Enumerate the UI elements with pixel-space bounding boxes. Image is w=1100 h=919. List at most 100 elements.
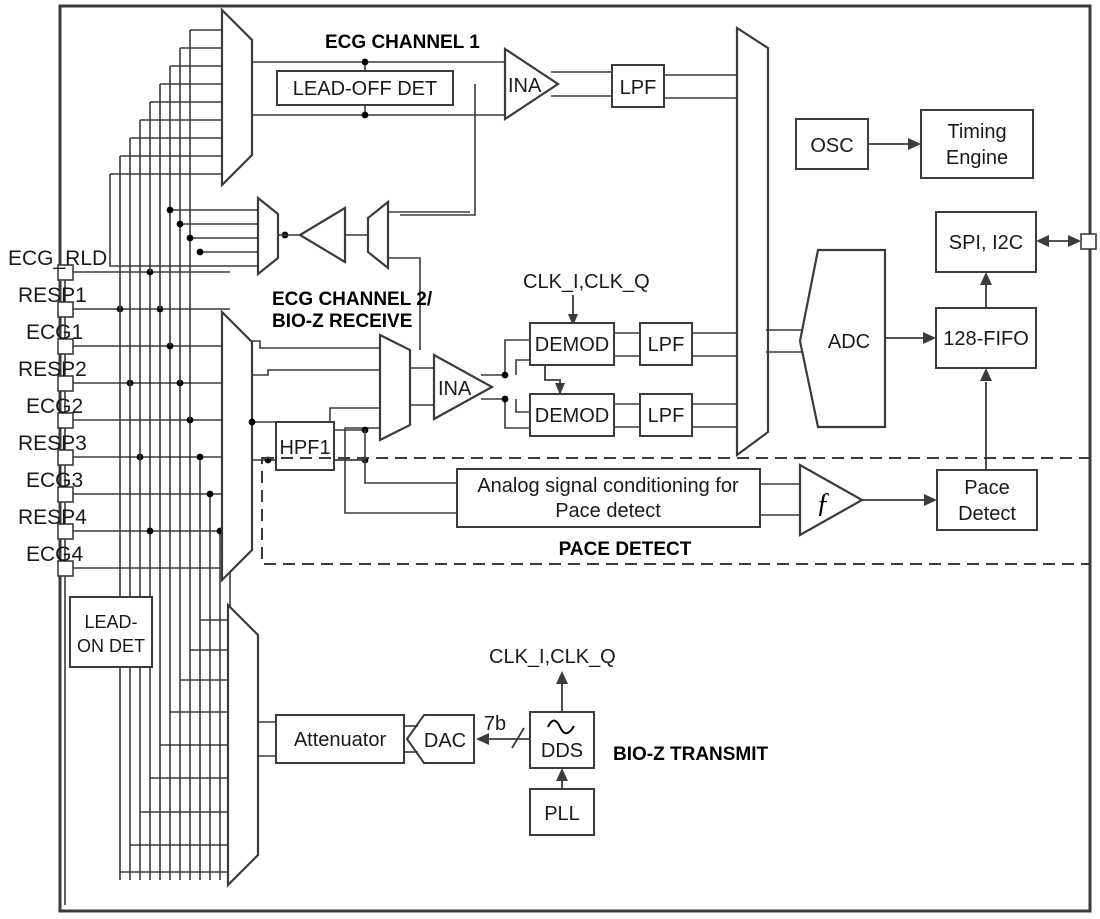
mux-rld-input-wires <box>109 209 258 267</box>
block-ina-1[interactable] <box>503 46 560 122</box>
label-spi-i2c: SPI, I2C <box>949 232 1023 254</box>
pin-label-ecg-rld: ECG_RLD <box>8 247 107 270</box>
block-128-fifo[interactable] <box>935 307 1037 369</box>
pace-fifo-arrowhead <box>980 368 992 381</box>
label-demod-i: DEMOD <box>535 334 609 356</box>
ina2-output-dots <box>501 371 509 403</box>
mux-rld-input-dots <box>166 206 204 256</box>
block-demod-q[interactable] <box>529 393 615 437</box>
label-osc: OSC <box>810 135 853 157</box>
label-ecg-channel-1: ECG CHANNEL 1 <box>325 32 480 53</box>
label-comparator-symbol: ƒ <box>816 488 830 519</box>
spi-arrowhead-left <box>1036 235 1049 247</box>
label-128-fifo: 128-FIFO <box>943 328 1029 350</box>
block-spi-i2c[interactable] <box>935 211 1037 273</box>
block-demod-i[interactable] <box>529 322 615 366</box>
mux-ecg-channel-2[interactable] <box>220 309 254 583</box>
pin-feed-lines <box>73 271 230 569</box>
label-hpf1: HPF1 <box>279 437 330 459</box>
label-pace-detect-line1: Pace <box>964 477 1010 499</box>
block-lpf-q[interactable] <box>639 393 693 437</box>
lead-off-det-tap-dots <box>361 58 369 119</box>
label-lpf-ch1: LPF <box>620 77 657 99</box>
label-pace-detect-line2: Detect <box>958 503 1016 525</box>
block-dac[interactable] <box>405 714 475 764</box>
block-timing-engine[interactable] <box>920 109 1034 179</box>
block-pace-detect[interactable] <box>936 469 1038 531</box>
label-analog-cond-line1: Analog signal conditioning for <box>477 475 739 497</box>
label-demod-q: DEMOD <box>535 405 609 427</box>
label-adc: ADC <box>828 331 870 353</box>
clk-rx-arrowhead <box>568 314 578 326</box>
pin-label-resp1: RESP1 <box>18 284 87 307</box>
block-osc[interactable] <box>795 118 869 170</box>
block-ina-2[interactable] <box>432 353 495 421</box>
mux-ecg-channel-1[interactable] <box>220 7 254 188</box>
pin-label-ecg3: ECG3 <box>26 469 83 492</box>
demod-link-arrowhead <box>555 383 565 395</box>
label-ina-2: INA <box>438 378 472 400</box>
mux-rld[interactable] <box>256 195 280 277</box>
rld-feedback-wire <box>400 84 476 216</box>
clk-tx-arrowhead <box>556 671 568 684</box>
label-lead-on-det-line1: LEAD- <box>84 612 137 632</box>
block-analog-conditioning[interactable] <box>456 468 761 528</box>
label-clk-rx: CLK_I,CLK_Q <box>523 271 650 293</box>
label-lead-on-det-line2: ON DET <box>77 636 145 656</box>
pace-arrowhead <box>924 494 937 506</box>
label-lead-off-det: LEAD-OFF DET <box>293 78 437 100</box>
dac-arrowhead <box>476 733 489 745</box>
ecg1-diff-wires <box>252 61 505 116</box>
label-lpf-q: LPF <box>648 405 685 427</box>
block-pace-comparator[interactable] <box>798 463 865 537</box>
pin-label-ecg2: ECG2 <box>26 395 83 418</box>
label-dac-bits: 7b <box>484 713 506 735</box>
demod-lpf-wires <box>614 332 737 428</box>
pll-arrowhead <box>556 768 568 781</box>
mux-bioz-input-wires <box>120 619 228 873</box>
pin-label-ecg1: ECG1 <box>26 321 83 344</box>
label-dds: DDS <box>541 740 583 762</box>
label-ecg-channel-2-line1: ECG CHANNEL 2/ <box>272 289 433 310</box>
adc-fifo-arrowhead <box>923 332 936 344</box>
sine-wave-icon <box>547 719 575 735</box>
block-lead-on-det[interactable] <box>69 596 153 668</box>
mux-adc-input[interactable] <box>735 25 770 458</box>
mux-rld-select[interactable] <box>366 199 390 271</box>
pace-input-wires <box>344 430 457 514</box>
block-attenuator[interactable] <box>275 714 405 764</box>
adc-mux-output-wires <box>766 329 805 353</box>
label-ecg-channel-2-line2: BIO-Z RECEIVE <box>272 311 412 332</box>
block-lpf-i[interactable] <box>639 322 693 366</box>
label-lpf-i: LPF <box>648 334 685 356</box>
label-analog-cond-line2: Pace detect <box>555 500 661 522</box>
lpf-ch1-output-wires <box>664 74 737 99</box>
label-clk-tx: CLK_I,CLK_Q <box>489 646 616 668</box>
analog-cond-to-comparator-wires <box>760 483 800 516</box>
ina1-output-wires <box>551 71 612 97</box>
fifo-spi-arrowhead <box>980 272 992 285</box>
mux1-input-wires <box>109 29 222 457</box>
osc-timing-arrowhead <box>908 138 921 150</box>
label-pace-detect-section: PACE DETECT <box>559 539 692 560</box>
block-hpf1[interactable] <box>275 421 335 471</box>
ina2-output-wires <box>481 339 530 429</box>
label-pll: PLL <box>544 803 580 825</box>
label-bioz-transmit-section: BIO-Z TRANSMIT <box>613 744 769 765</box>
block-adc[interactable] <box>798 248 887 429</box>
block-lead-off-det[interactable] <box>276 70 454 106</box>
label-ina-1: INA <box>508 75 542 97</box>
block-pll[interactable] <box>529 788 595 836</box>
mux-rld-select-wires <box>388 211 470 350</box>
label-timing-engine-line1: Timing <box>947 121 1006 143</box>
mux-bioz-output-wires <box>258 721 276 757</box>
mux-ch2-gain[interactable] <box>378 333 412 442</box>
pin-label-resp2: RESP2 <box>18 358 87 381</box>
spi-arrowhead-right <box>1068 235 1081 247</box>
pin-label-ecg4: ECG4 <box>26 543 84 566</box>
block-lpf-ch1[interactable] <box>611 64 665 108</box>
mux-bioz-drive[interactable] <box>226 602 260 888</box>
pin-spi-external[interactable] <box>1080 233 1097 250</box>
attenuator-dac-wires <box>404 725 418 753</box>
